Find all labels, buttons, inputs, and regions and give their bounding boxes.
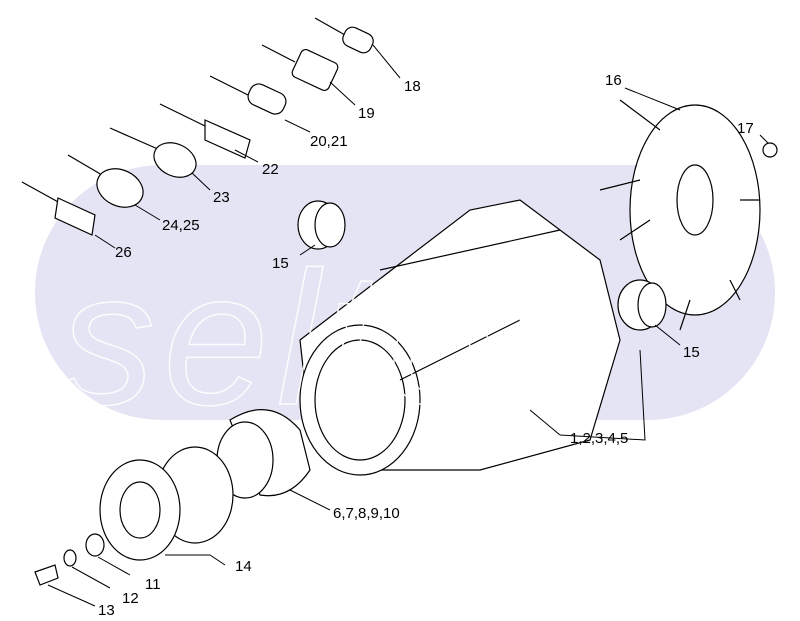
label-1-5: 1,2,3,4,5 bbox=[570, 430, 629, 447]
plug-23 bbox=[109, 127, 197, 178]
circlip-17 bbox=[762, 142, 778, 158]
label-26: 26 bbox=[115, 244, 132, 261]
label-14: 14 bbox=[235, 558, 252, 575]
label-16: 16 bbox=[605, 72, 622, 89]
label-15-right: 15 bbox=[683, 344, 700, 361]
plug-22 bbox=[159, 103, 251, 159]
label-19: 19 bbox=[358, 105, 375, 122]
leader-lines bbox=[47, 44, 769, 607]
label-23: 23 bbox=[213, 189, 230, 206]
label-24-25: 24,25 bbox=[162, 217, 200, 234]
label-22: 22 bbox=[262, 161, 279, 178]
screw-13 bbox=[34, 564, 59, 586]
plug-18 bbox=[314, 17, 374, 54]
bearing-assembly-14 bbox=[99, 446, 234, 561]
washer-11 bbox=[85, 533, 105, 557]
label-18: 18 bbox=[404, 78, 421, 95]
plug-26 bbox=[21, 181, 96, 236]
plug-19 bbox=[261, 44, 339, 92]
label-20-21: 20,21 bbox=[310, 133, 348, 150]
label-11: 11 bbox=[145, 576, 161, 593]
fan bbox=[599, 99, 761, 331]
label-15-left: 15 bbox=[272, 255, 289, 272]
plug-20-21 bbox=[209, 75, 287, 115]
watermark: seltop bbox=[59, 232, 616, 446]
label-6-10: 6,7,8,9,10 bbox=[333, 505, 400, 522]
motor-housing bbox=[299, 199, 621, 476]
plug-24-25 bbox=[67, 154, 144, 208]
label-12: 12 bbox=[122, 590, 139, 607]
bearing-15-right bbox=[617, 279, 667, 331]
bearing-15-left bbox=[297, 200, 346, 250]
label-17: 17 bbox=[737, 120, 754, 137]
label-13: 13 bbox=[98, 602, 115, 619]
washer-12 bbox=[63, 549, 77, 567]
